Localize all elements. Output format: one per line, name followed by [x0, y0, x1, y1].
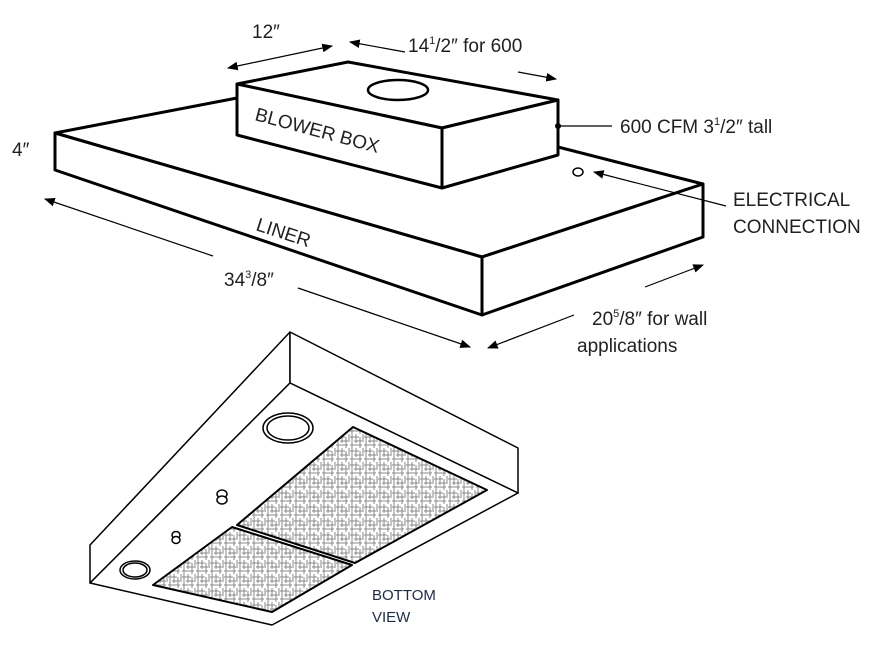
filter-small — [152, 526, 353, 613]
electrical-label-line2: CONNECTION — [733, 217, 861, 238]
dim-14-arrow-right — [517, 71, 558, 82]
blower-width-label: 141/2″ for 600 — [408, 35, 522, 57]
blower-depth-label: 12″ — [252, 22, 280, 43]
bottom-view-label-line1: BOTTOM — [372, 587, 436, 604]
liner — [53, 96, 705, 317]
dim-12-arrow — [226, 43, 334, 71]
dimension-lines — [43, 39, 727, 349]
control-knob — [216, 489, 228, 505]
dim-34-arrow-right — [297, 287, 472, 348]
depth-label-line1: 205/8″ for wall — [592, 308, 707, 330]
electrical-leader — [592, 170, 727, 207]
dim-20-arrow-right — [644, 264, 705, 288]
blower-side-face — [440, 98, 560, 190]
filter-large — [236, 426, 488, 564]
liner-height-label: 4″ — [12, 140, 30, 161]
dim-20-arrow-left — [486, 314, 575, 349]
depth-label-line2: applications — [577, 336, 677, 357]
dim-34-arrow-left — [43, 198, 214, 257]
length-label: 343/8″ — [224, 269, 274, 291]
blower-height-label: 600 CFM 31/2″ tall — [620, 116, 772, 138]
electrical-connection-hole — [572, 167, 584, 177]
liner-side-face — [480, 182, 705, 317]
dim-14-arrow-left — [348, 39, 406, 53]
electrical-label-line1: ELECTRICAL — [733, 190, 850, 211]
control-knob — [171, 530, 181, 545]
bottom-view — [89, 331, 519, 626]
blower-outlet — [366, 78, 430, 102]
bottom-view-label-line2: VIEW — [372, 609, 411, 626]
